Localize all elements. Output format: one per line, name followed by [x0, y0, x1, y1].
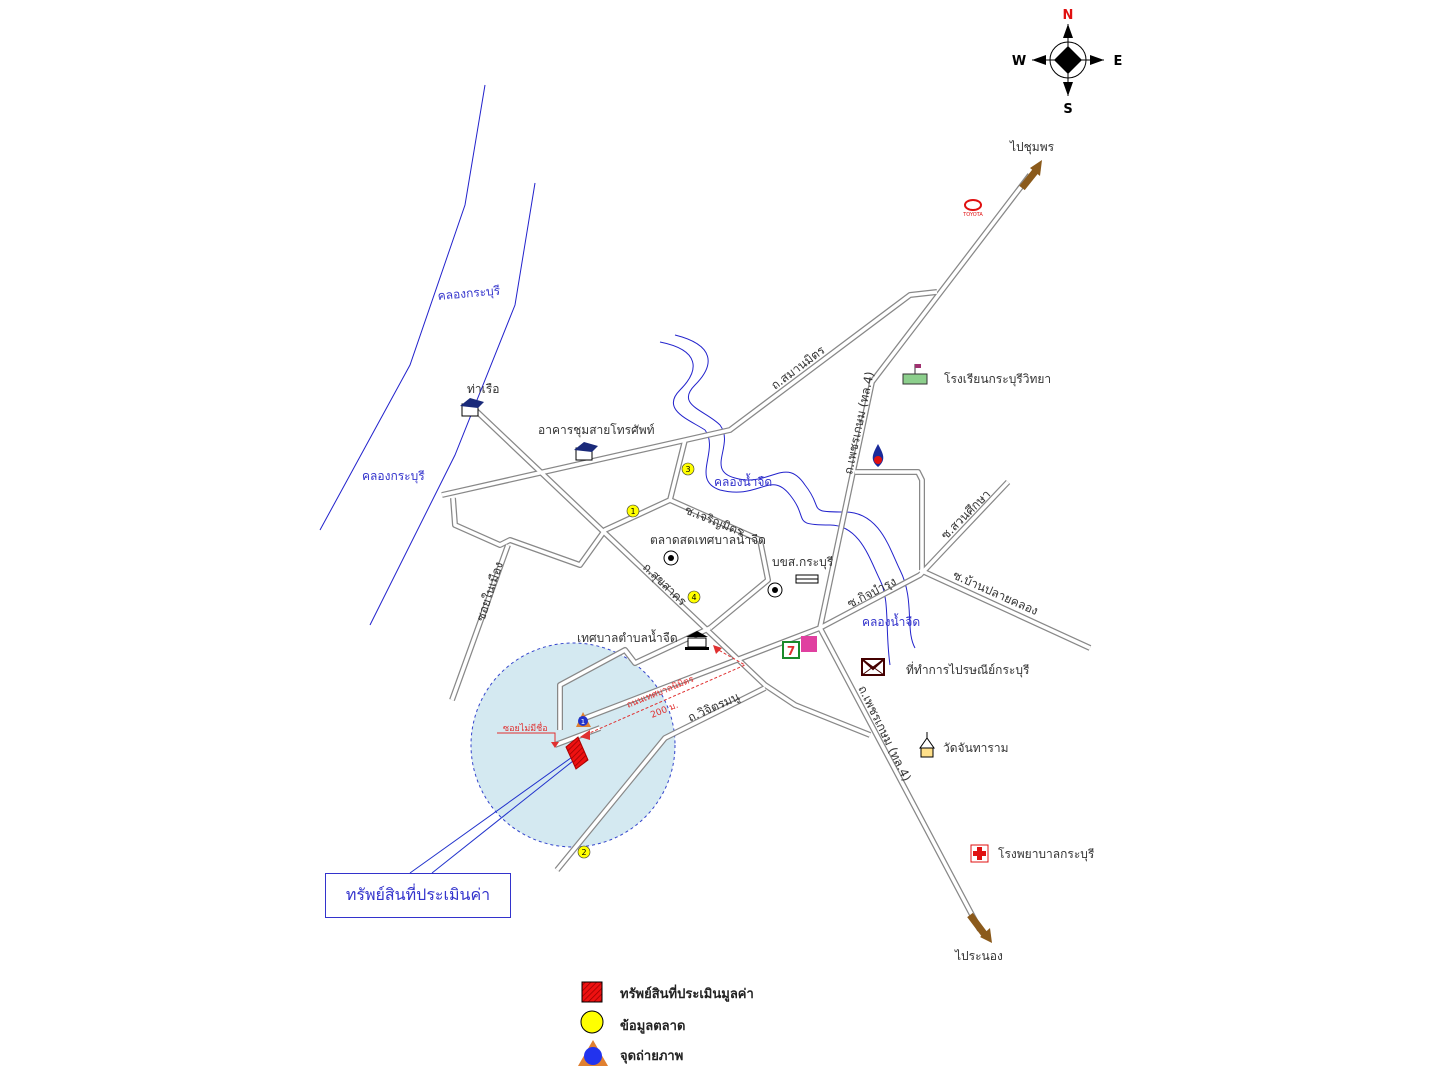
direction-label-ranong: ไประนอง	[954, 949, 1003, 963]
place-label-municipality: เทศบาลตำบลน้ำจืด	[577, 629, 678, 645]
place-label-post-office: ที่ทำการไปรษณีย์กระบุรี	[906, 661, 1030, 678]
photo-point-1[interactable]: 1	[576, 712, 591, 727]
subject-leader-lines	[409, 754, 579, 874]
svg-text:4: 4	[691, 593, 696, 602]
school-icon	[902, 364, 928, 385]
road-label: ซ.สวนศึกษา	[938, 487, 993, 542]
place-label-school: โรงเรียนกระบุรีวิทยา	[944, 372, 1051, 387]
svg-text:1: 1	[630, 507, 635, 516]
svg-text:7: 7	[787, 644, 795, 658]
canal-label: คลองกระบุรี	[437, 284, 501, 304]
legend-label: จุดถ่ายภาพ	[620, 1049, 683, 1064]
svg-text:TOYOTA: TOYOTA	[962, 212, 983, 218]
legend: ทรัพย์สินที่ประเมินมูลค่า ข้อมูลตลาด จุด…	[578, 981, 754, 1066]
subject-parcel[interactable]	[565, 736, 589, 770]
bus-icon	[795, 574, 819, 584]
soi-pointer	[497, 732, 559, 748]
direction-label-chumphon: ไปชุมพร	[1009, 140, 1055, 155]
seven-eleven-icon: 7	[782, 641, 800, 659]
svg-text:S: S	[1063, 102, 1072, 117]
legend-label: ทรัพย์สินที่ประเมินมูลค่า	[620, 984, 754, 1002]
road-network	[441, 173, 1092, 932]
arrow-to-chumphon-icon	[1019, 160, 1042, 191]
place-label-telephone: อาคารชุมสายโทรศัพท์	[538, 423, 655, 438]
road-label: ซอยในเมือง	[474, 560, 506, 623]
place-label-pier: ท่าเรือ	[467, 382, 499, 396]
photo-point-number: 1	[581, 718, 585, 726]
telephone-building-icon	[574, 442, 598, 461]
bank-icon	[801, 636, 817, 652]
svg-text:3: 3	[685, 465, 690, 474]
distance-arrowhead-icon	[713, 645, 722, 654]
svg-text:E: E	[1114, 54, 1123, 69]
canal-label: คลองน้ำจืด	[714, 473, 772, 489]
place-label-market: ตลาดสดเทศบาลน้ำจืด	[650, 531, 766, 547]
legend-subject-icon	[581, 981, 603, 1003]
place-label-temple: วัดจันทาราม	[943, 741, 1009, 755]
canal-label: คลองน้ำจืด	[862, 613, 920, 629]
distance-arrowhead-icon	[580, 730, 590, 740]
subject-callout-label: ทรัพย์สินที่ประเมินค่า	[345, 885, 491, 904]
legend-label: ข้อมูลตลาด	[620, 1018, 685, 1034]
canal-kraburi	[319, 84, 536, 626]
gas-station-icon	[872, 444, 884, 467]
distance-arrow	[584, 647, 747, 736]
soi-no-name-label: ซอยไม่มีชื่อ	[503, 721, 548, 734]
toyota-logo-icon: TOYOTA	[962, 199, 983, 218]
canal-label: คลองกระบุรี	[362, 469, 425, 484]
svg-text:N: N	[1063, 8, 1074, 23]
market-point-1[interactable]: 1	[626, 504, 640, 518]
municipality-building-icon	[685, 631, 709, 650]
place-label-bus-station: บขส.กระบุรี	[772, 555, 834, 570]
hospital-icon	[970, 844, 989, 863]
canal-namjued	[659, 334, 916, 666]
compass-rose-icon: N S W E	[1012, 8, 1123, 117]
bus-stop-icon	[767, 582, 783, 598]
svg-text:W: W	[1012, 54, 1026, 69]
temple-icon	[919, 732, 935, 758]
market-points: 1 2 3 4	[577, 462, 701, 859]
market-point-4[interactable]: 4	[687, 590, 701, 604]
legend-photo-icon	[578, 1040, 608, 1066]
market-point-2[interactable]: 2	[577, 845, 591, 859]
road-label: ถ.สมานมิตร	[768, 343, 828, 393]
pier-icon	[460, 398, 484, 417]
market-icon	[663, 550, 679, 566]
svg-text:2: 2	[581, 848, 586, 857]
market-point-3[interactable]: 3	[681, 462, 695, 476]
road-label: ถ.วิจิตรมนู	[686, 689, 743, 725]
subject-callout: ทรัพย์สินที่ประเมินค่า	[325, 873, 511, 918]
post-office-icon	[861, 658, 885, 676]
place-label-hospital: โรงพยาบาลกระบุรี	[998, 847, 1095, 862]
road-label: ถ.เพชรเกษม (ทล.4)	[841, 370, 876, 475]
arrow-to-ranong-icon	[967, 912, 992, 943]
legend-market-icon	[580, 1010, 604, 1034]
road-label: ถ.สุขสาคร	[639, 560, 689, 609]
